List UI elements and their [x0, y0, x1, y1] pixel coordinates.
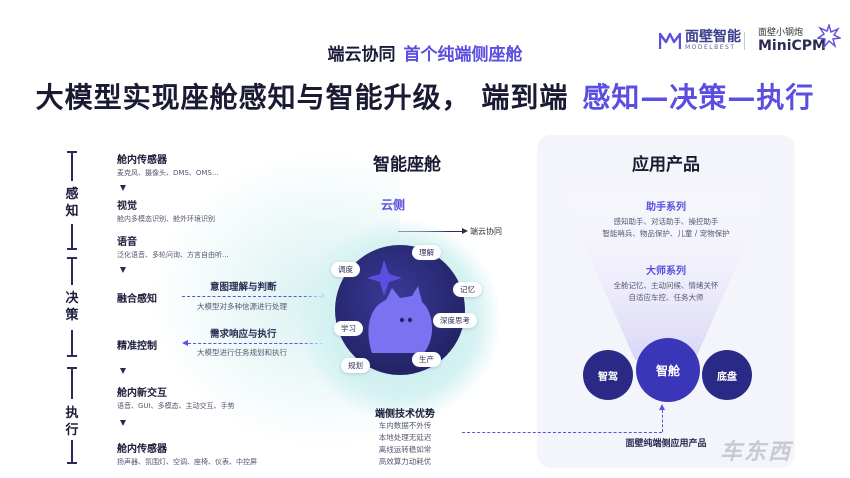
- flow-intent-title: 意图理解与判断: [210, 282, 277, 293]
- advantage-item: 本地处理无延迟: [378, 433, 432, 442]
- burst-icon: [817, 24, 841, 48]
- item-cabin-sensor-in: 舱内传感器: [117, 155, 167, 166]
- timeline-line: [71, 330, 73, 355]
- cloud-side-label: 云侧: [380, 198, 405, 212]
- phase-label-perceive: 感知: [65, 187, 79, 219]
- arrow-down-icon: [120, 267, 126, 273]
- timeline-line: [71, 257, 73, 285]
- circle-chassis: 底盘: [702, 350, 752, 400]
- timeline-line: [71, 367, 73, 399]
- chip-plan: 规划: [341, 358, 370, 373]
- item-fusion: 融合感知: [117, 294, 157, 305]
- smart-cockpit-title: 智能座舱: [373, 155, 441, 175]
- item-voice: 语音: [117, 237, 137, 248]
- subtitle: 端云协同首个纯端侧座舱: [0, 40, 850, 65]
- minicpm-logo: 面壁小钢炮 MiniCPM: [758, 28, 826, 53]
- arrow-left-icon: [182, 340, 188, 346]
- assistant-series-line: 感知助手、对话助手、操控助手: [613, 217, 719, 226]
- advantage-link-line-vertical: [662, 410, 663, 432]
- timeline-tick: [67, 462, 77, 464]
- item-vision-sub: 舱内多模态识别、舱外环境识别: [117, 215, 215, 223]
- flow-exec-title: 需求响应与执行: [210, 329, 277, 340]
- item-cabin-sensor-out-sub: 扬声器、氛围灯、空调、座椅、仪表、中控屏: [117, 458, 257, 466]
- app-products-title: 应用产品: [632, 155, 700, 175]
- chip-learn: 学习: [334, 321, 363, 336]
- assistant-series-line: 智能哨兵、物品保护、儿童 / 宠物保护: [602, 229, 730, 238]
- watermark: 车东西: [720, 440, 793, 465]
- flow-exec-sub: 大模型进行任务规划和执行: [197, 348, 287, 357]
- phase-label-decide: 决策: [65, 291, 79, 323]
- subtitle-part1: 端云协同: [327, 45, 396, 65]
- advantage-item: 离线运转稳如常: [378, 445, 432, 454]
- timeline-tick: [67, 355, 77, 357]
- modelbest-logo-icon: [659, 32, 681, 49]
- timeline-line: [71, 224, 73, 248]
- headline-part1: 大模型实现座舱感知与智能升级， 端到端: [35, 81, 569, 114]
- item-interaction: 舱内新交互: [117, 388, 167, 399]
- headline: 大模型实现座舱感知与智能升级， 端到端感知—决策—执行: [0, 76, 850, 116]
- cloud-link-label: 端云协同: [470, 227, 502, 236]
- item-voice-sub: 泛化语音、多轮问询、方言自由听...: [117, 251, 229, 259]
- app-products-bottom-label: 面壁纯端侧应用产品: [625, 439, 707, 449]
- minicpm-logo-top: 面壁小钢炮: [758, 28, 804, 38]
- phase-label-execute: 执行: [65, 406, 79, 438]
- item-control: 精准控制: [117, 341, 157, 352]
- advantage-item: 车内数据不外传: [378, 421, 432, 430]
- timeline-tick: [67, 248, 77, 250]
- headline-part2: 感知—决策—执行: [582, 81, 815, 114]
- timeline-line: [71, 151, 73, 181]
- arrow-down-icon: [120, 420, 126, 426]
- item-cabin-sensor-in-sub: 麦克风、摄像头、DMS、OMS...: [117, 169, 219, 177]
- subtitle-part2: 首个纯端侧座舱: [403, 45, 523, 65]
- item-vision: 视觉: [117, 201, 137, 212]
- advantage-link-line: [462, 432, 662, 433]
- modelbest-logo: 面壁智能 MODELBEST: [659, 30, 741, 52]
- chip-understand: 理解: [412, 245, 441, 260]
- logo-divider: [744, 32, 745, 50]
- arrow-right-icon: [462, 228, 468, 234]
- flow-intent-line: [182, 296, 322, 297]
- logo-en-text: MODELBEST: [685, 44, 736, 51]
- flow-exec-line: [188, 343, 328, 344]
- circle-cockpit: 智舱: [636, 338, 700, 402]
- minicpm-logo-main: MiniCPM: [758, 38, 826, 54]
- circle-adas: 智驾: [583, 350, 633, 400]
- assistant-series-title: 助手系列: [646, 202, 686, 213]
- master-series-line: 自适应车控、任务大师: [628, 293, 704, 302]
- advantage-title: 端侧技术优势: [375, 409, 435, 420]
- master-series-title: 大师系列: [646, 266, 686, 277]
- timeline-line: [71, 440, 73, 462]
- arrow-down-icon: [120, 185, 126, 191]
- advantage-item: 高效算力动耗优: [378, 457, 432, 466]
- chip-deep-think: 深度思考: [433, 313, 477, 328]
- mascot-icon: [367, 260, 433, 353]
- arrow-up-icon: [659, 404, 665, 410]
- logo-cn-text: 面壁智能: [685, 29, 741, 45]
- chip-produce: 生产: [412, 352, 441, 367]
- flow-intent-sub: 大模型对多种信源进行处理: [197, 302, 287, 311]
- arrow-down-icon: [120, 368, 126, 374]
- master-series-line: 全舱记忆、主动问候、情绪关怀: [613, 281, 719, 290]
- product-funnel: [560, 190, 770, 360]
- chip-schedule: 调度: [331, 262, 360, 277]
- item-cabin-sensor-out: 舱内传感器: [117, 444, 167, 455]
- chip-memory: 记忆: [453, 282, 482, 297]
- item-interaction-sub: 语音、GUI、多模态、主动交互、手势: [117, 402, 235, 410]
